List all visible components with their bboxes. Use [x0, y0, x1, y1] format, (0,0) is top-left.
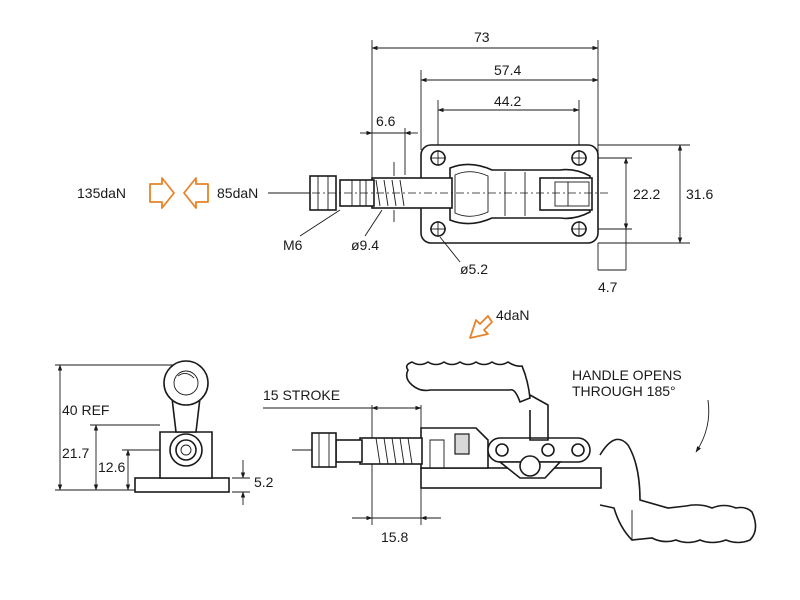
plunger-axis-height-label: 12.6: [98, 459, 125, 475]
hole-diameter-label: ø5.2: [460, 261, 488, 277]
end-view: 40 REF 21.7 12.6 5.2: [55, 360, 274, 505]
end-base: [134, 477, 230, 493]
push-force-arrow-icon: [149, 177, 175, 209]
thread-label: M6: [283, 237, 303, 253]
plunger-offset-label: 6.6: [376, 113, 396, 129]
handle-closed: [405, 361, 531, 404]
base-thickness-label: 5.2: [254, 474, 274, 490]
handle-open: [599, 438, 757, 544]
handle-knob-end: [163, 360, 209, 406]
handle-axis-height-label: 21.7: [62, 445, 89, 461]
hole-span-inner-label: 44.2: [494, 93, 521, 109]
pull-force-label: 85daN: [217, 185, 258, 201]
edge-offset-label: 4.7: [598, 279, 618, 295]
ref-height-label: 40 REF: [62, 402, 109, 418]
side-view: 15 STROKE 15.8 4daN HANDLE OPENS THROUGH…: [263, 307, 757, 545]
pull-force-arrow-icon: [183, 177, 209, 209]
handle-force-arrow-icon: [469, 315, 493, 339]
plunger-diameter-label: ø9.4: [351, 237, 379, 253]
threaded-end-side: [311, 432, 337, 468]
push-force-label: 135daN: [77, 185, 126, 201]
base-height-label: 31.6: [686, 186, 713, 202]
handle-note-line1: HANDLE OPENS: [572, 367, 682, 383]
stroke-label: 15 STROKE: [263, 387, 340, 403]
hole-pitch-label: 22.2: [633, 186, 660, 202]
handle-force-label: 4daN: [496, 307, 529, 323]
plunger-rod-side: [359, 437, 423, 465]
top-view: 73 57.4 44.2 6.6 22.2 31.6 4.7 M6 ø9.4 ø…: [77, 29, 713, 295]
stroke-offset-label: 15.8: [381, 529, 408, 545]
handle-note-line2: THROUGH 185°: [572, 383, 676, 399]
overall-length-label: 73: [474, 29, 490, 45]
hole-span-outer-label: 57.4: [494, 62, 521, 78]
